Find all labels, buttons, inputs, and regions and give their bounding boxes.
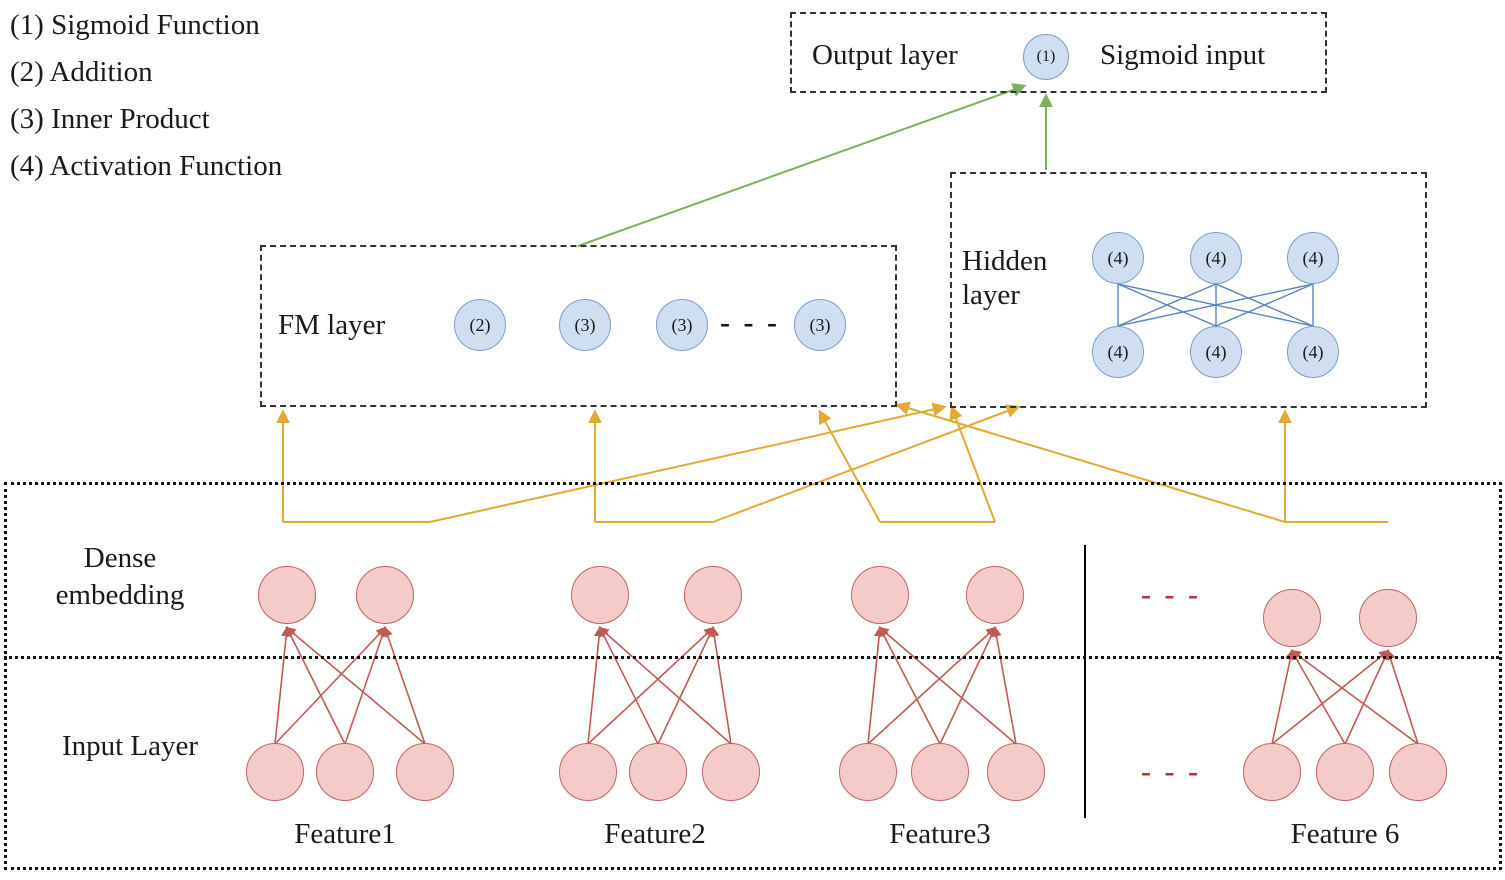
green-arrows: [577, 83, 1053, 247]
red-arrows: [274, 625, 1419, 745]
hidden-layer-connections: [1117, 283, 1314, 327]
yellow-arrows: [276, 401, 1388, 523]
